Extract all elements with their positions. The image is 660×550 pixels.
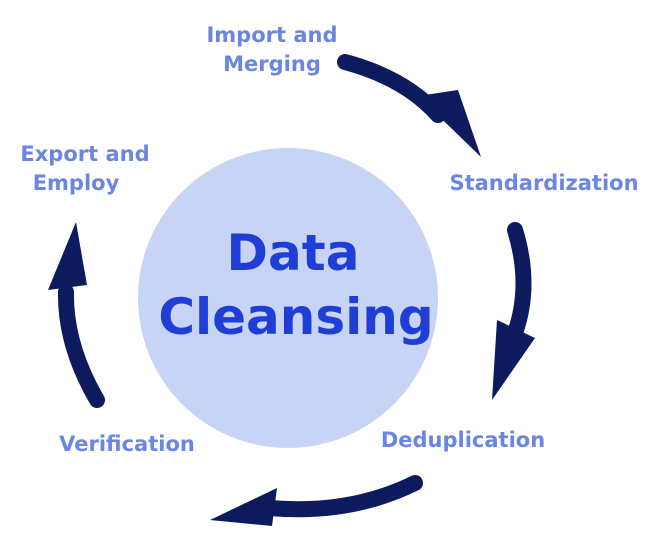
step-label-export-employ-line-1: Export and — [20, 142, 149, 166]
step-label-deduplication: Deduplication — [381, 428, 545, 452]
step-label-export-employ-line-2: Employ — [33, 171, 120, 195]
arrow-standardization-to-deduplication — [492, 222, 535, 400]
step-label-import-merging-line-1: Import and — [206, 23, 337, 47]
center-title-line-2: Cleansing — [158, 288, 433, 346]
step-label-verification: Verification — [59, 432, 195, 456]
step-label-standardization: Standardization — [449, 171, 638, 195]
center-circle — [138, 148, 438, 448]
arrow-verification-to-export — [48, 222, 105, 408]
center-title-line-1: Data — [227, 224, 360, 282]
arrow-import-to-standardization — [337, 54, 481, 157]
step-label-import-merging-line-2: Merging — [223, 52, 321, 76]
arrow-deduplication-to-verification — [210, 475, 423, 526]
